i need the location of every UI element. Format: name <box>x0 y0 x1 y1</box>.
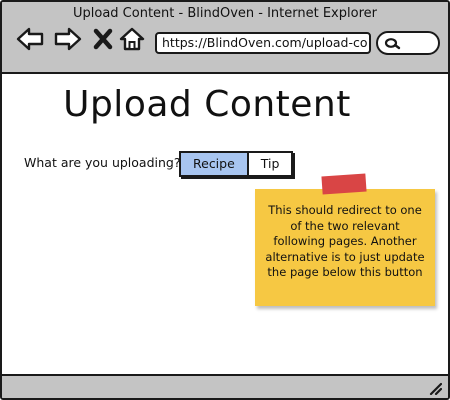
tab-recipe[interactable]: Recipe <box>181 153 249 175</box>
status-bar <box>2 374 448 398</box>
sticky-note: This should redirect to one of the two r… <box>255 189 435 306</box>
tab-tip[interactable]: Tip <box>260 156 280 171</box>
sticky-note-tape <box>321 173 367 195</box>
back-arrow-icon[interactable] <box>16 26 44 52</box>
upload-type-tabs: Recipe Tip <box>179 151 294 177</box>
page-title: Upload Content <box>63 84 351 125</box>
home-icon[interactable] <box>119 26 145 52</box>
window-title: Upload Content - BlindOven - Internet Ex… <box>73 6 377 21</box>
resize-grip-icon[interactable] <box>428 381 442 395</box>
address-bar[interactable]: https://BlindOven.com/upload-co <box>155 32 371 54</box>
search-box[interactable] <box>376 31 440 55</box>
sticky-note-text: This should redirect to one of the two r… <box>265 203 425 279</box>
browser-titlebar: Upload Content - BlindOven - Internet Ex… <box>2 2 448 74</box>
search-icon <box>384 38 401 50</box>
close-icon[interactable] <box>93 26 113 52</box>
forward-arrow-icon[interactable] <box>54 26 82 52</box>
upload-type-question: What are you uploading? <box>24 155 181 170</box>
